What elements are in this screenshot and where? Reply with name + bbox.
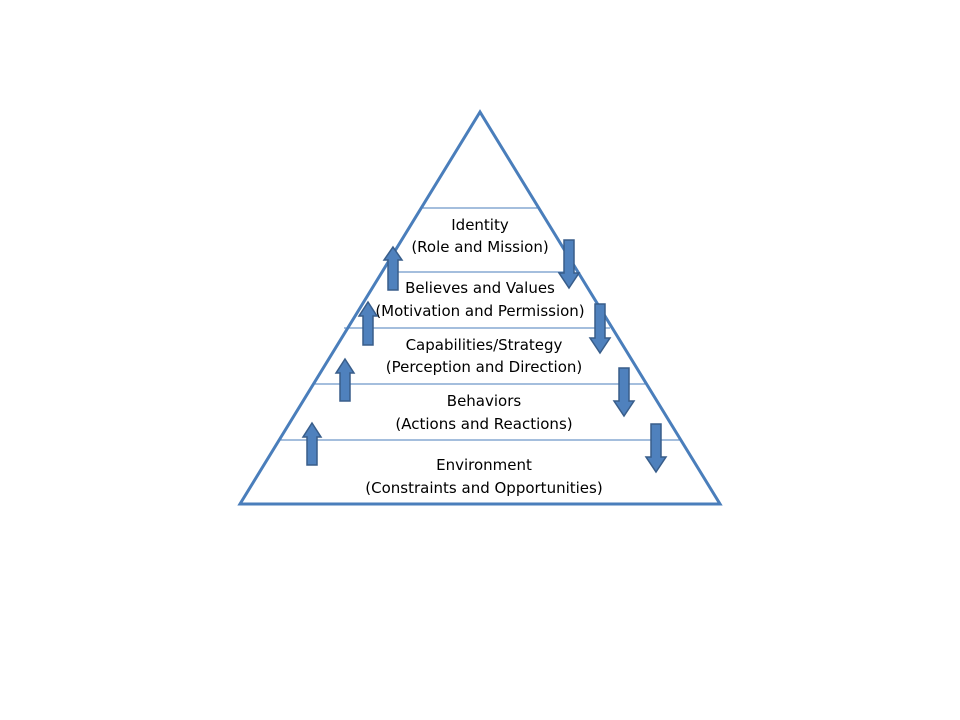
level-subtitle: (Constraints and Opportunities)	[365, 479, 602, 497]
down-arrow-icon	[612, 367, 636, 418]
level-title: Environment	[436, 456, 532, 474]
level-title: Capabilities/Strategy	[406, 336, 563, 354]
level-subtitle: (Perception and Direction)	[386, 358, 583, 376]
level-title: Believes and Values	[405, 279, 555, 297]
up-arrow-icon	[357, 300, 379, 346]
level-subtitle: (Motivation and Permission)	[375, 302, 584, 320]
up-arrow-icon	[301, 421, 323, 466]
level-identity: Identity (Role and Mission)	[411, 216, 548, 256]
level-title: Identity	[451, 216, 509, 234]
up-arrow-icon	[334, 357, 356, 402]
down-arrow-icon	[557, 239, 581, 290]
level-environment: Environment (Constraints and Opportuniti…	[365, 456, 602, 497]
level-believes-values: Believes and Values (Motivation and Perm…	[375, 279, 584, 320]
level-subtitle: (Role and Mission)	[411, 238, 548, 256]
down-arrow-icon	[644, 423, 668, 474]
down-arrow-icon	[588, 303, 612, 355]
level-behaviors: Behaviors (Actions and Reactions)	[395, 392, 572, 433]
level-title: Behaviors	[447, 392, 522, 410]
level-subtitle: (Actions and Reactions)	[395, 415, 572, 433]
up-arrows	[301, 245, 404, 466]
up-arrow-icon	[382, 245, 404, 291]
level-capabilities-strategy: Capabilities/Strategy (Perception and Di…	[386, 336, 583, 376]
down-arrows	[557, 239, 668, 474]
